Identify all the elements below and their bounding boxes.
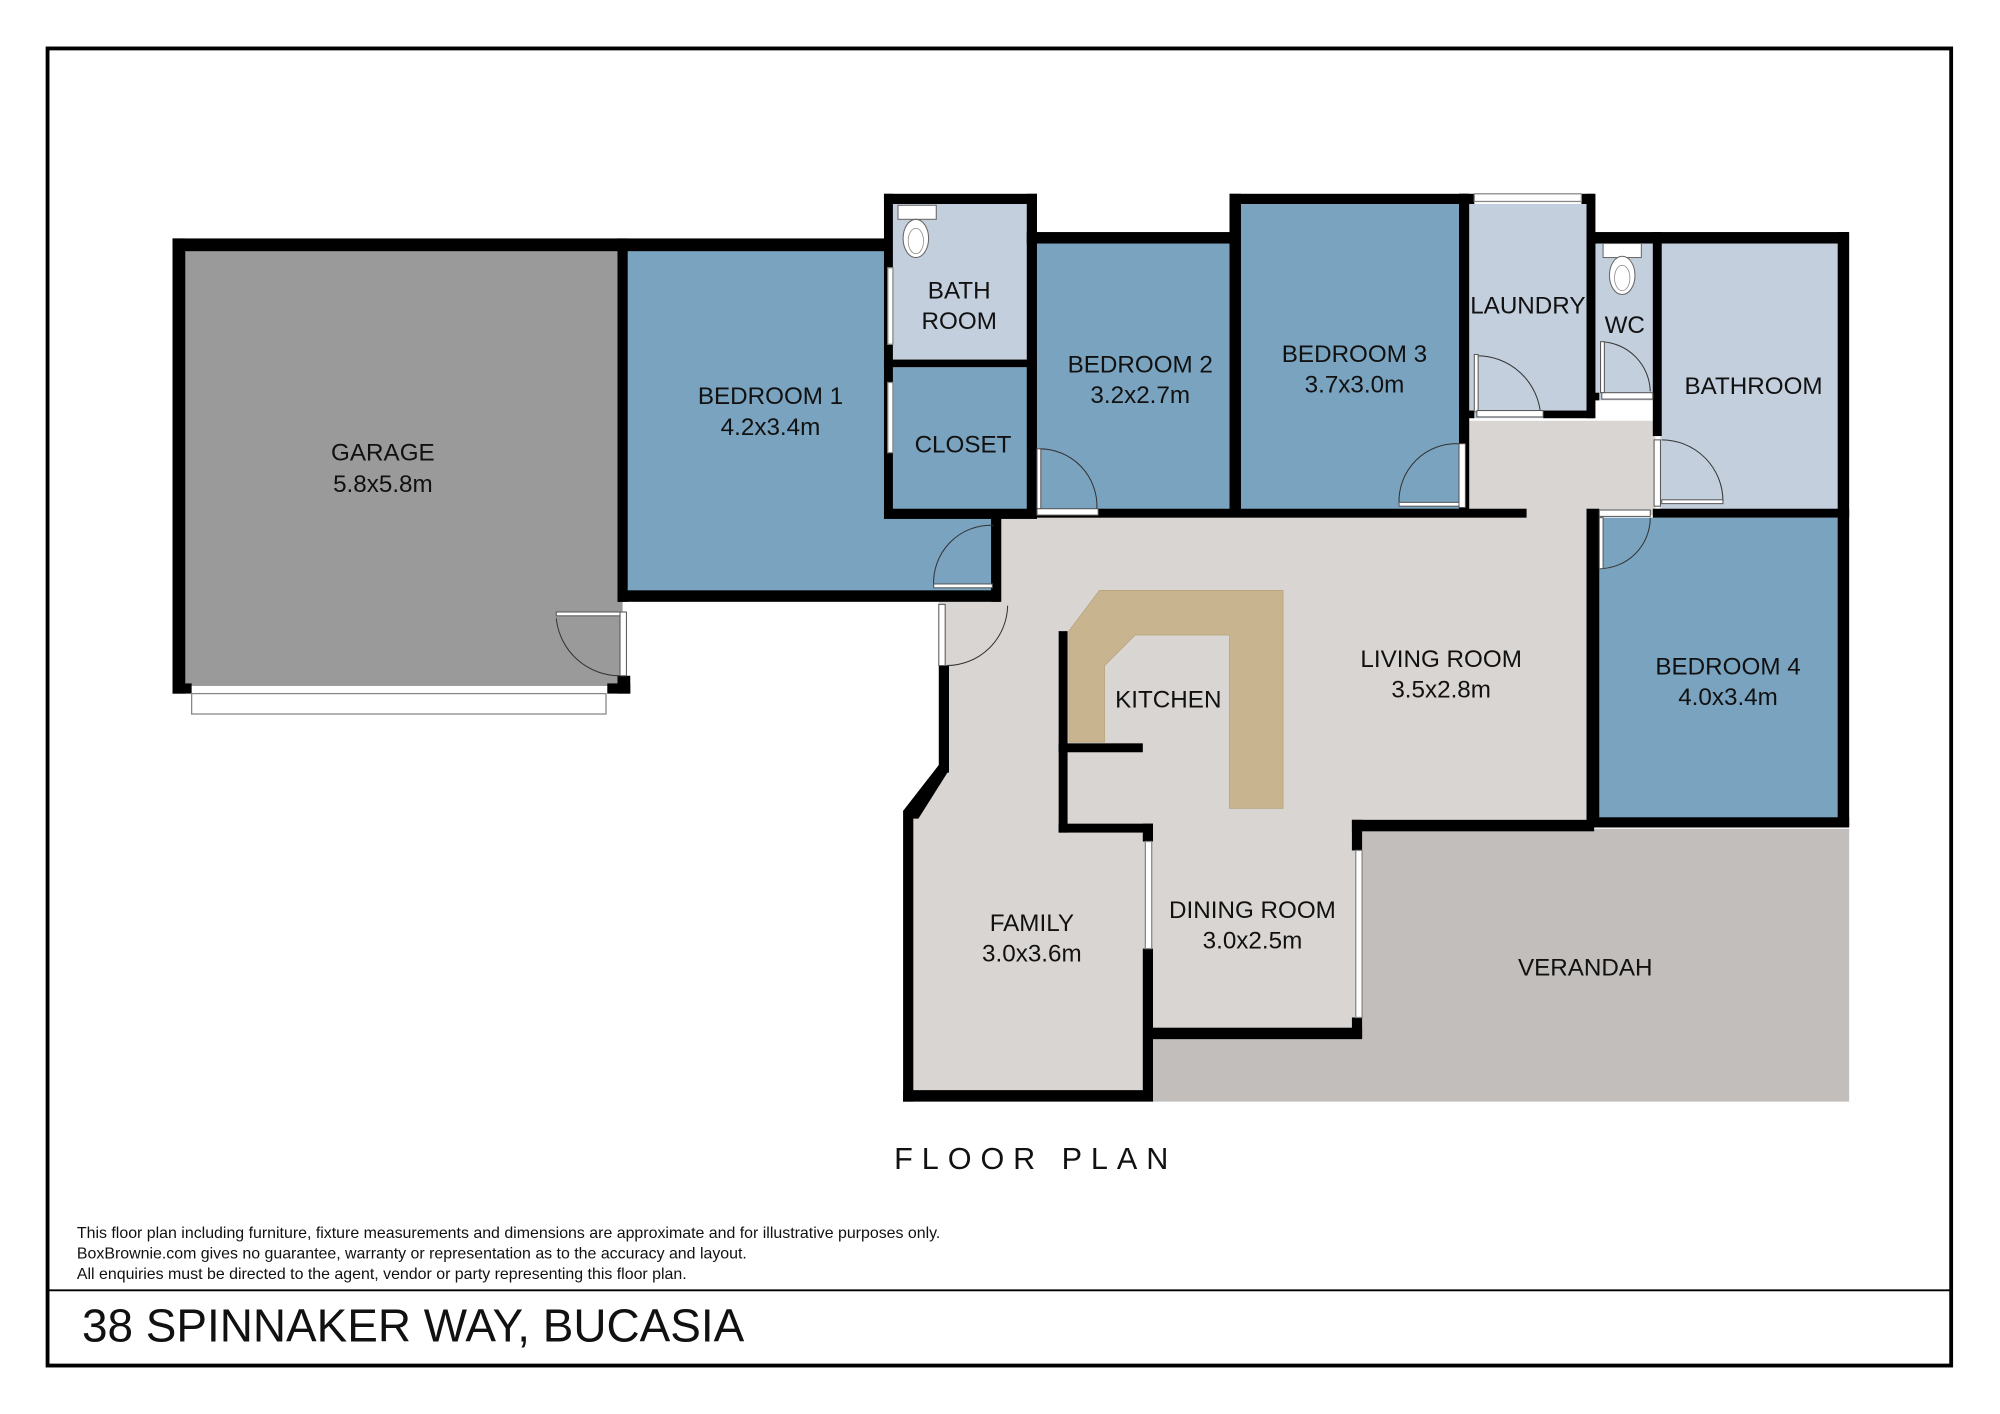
bath-room-name-line1: BATH — [928, 277, 991, 304]
room-bedroom-4 — [1596, 517, 1839, 819]
bedroom-2-name: BEDROOM 2 — [1068, 351, 1213, 378]
bedroom-1-name: BEDROOM 1 — [698, 383, 843, 410]
kitchen-name: KITCHEN — [1115, 687, 1221, 714]
wc-name: WC — [1605, 312, 1645, 339]
walls — [172, 193, 1850, 1102]
bathroom-name: BATHROOM — [1684, 373, 1822, 400]
garage-size: 5.8x5.8m — [333, 471, 433, 498]
bedroom-2-size: 3.2x2.7m — [1090, 382, 1190, 409]
disclaimer-line-1: This floor plan including furniture, fix… — [77, 1225, 940, 1242]
room-bedroom-2 — [1034, 242, 1235, 513]
garage-name: GARAGE — [331, 439, 435, 466]
laundry-name: LAUNDRY — [1470, 293, 1585, 320]
bedroom-3-size: 3.7x3.0m — [1305, 372, 1405, 399]
toilet-icon — [897, 204, 937, 259]
floor-plan-title: FLOOR PLAN — [894, 1142, 1177, 1176]
living-room-size: 3.5x2.8m — [1391, 676, 1491, 703]
room-bedroom-1 — [622, 249, 999, 593]
dining-room-name: DINING ROOM — [1169, 897, 1336, 924]
closet-name: CLOSET — [915, 432, 1012, 459]
disclaimer-line-2: BoxBrownie.com gives no guarantee, warra… — [77, 1245, 747, 1262]
kitchen-bench — [1068, 589, 1284, 809]
bedroom-3-name: BEDROOM 3 — [1282, 341, 1427, 368]
bedroom-1-size: 4.2x3.4m — [721, 414, 821, 441]
dining-room-size: 3.0x2.5m — [1203, 928, 1303, 955]
room-labels: GARAGE 5.8x5.8m BEDROOM 1 4.2x3.4m BATH … — [331, 277, 1823, 981]
room-closet — [891, 367, 1029, 511]
property-address: 38 SPINNAKER WAY, BUCASIA — [82, 1299, 745, 1351]
bedroom-4-size: 4.0x3.4m — [1678, 684, 1778, 711]
room-garage — [182, 249, 623, 686]
family-size: 3.0x3.6m — [982, 940, 1082, 967]
bedroom-4-name: BEDROOM 4 — [1655, 653, 1800, 680]
toilet-icon — [1602, 243, 1642, 296]
doors — [555, 341, 1724, 677]
room-bathroom — [1660, 242, 1839, 511]
family-name: FAMILY — [990, 910, 1074, 937]
room-verandah — [1153, 828, 1850, 1102]
disclaimer-line-3: All enquiries must be directed to the ag… — [77, 1266, 687, 1283]
bath-room-name-line2: ROOM — [922, 308, 997, 335]
living-room-name: LIVING ROOM — [1360, 646, 1521, 673]
windows — [190, 193, 1583, 1019]
room-bedroom-3 — [1240, 204, 1463, 513]
verandah-name: VERANDAH — [1518, 954, 1653, 981]
